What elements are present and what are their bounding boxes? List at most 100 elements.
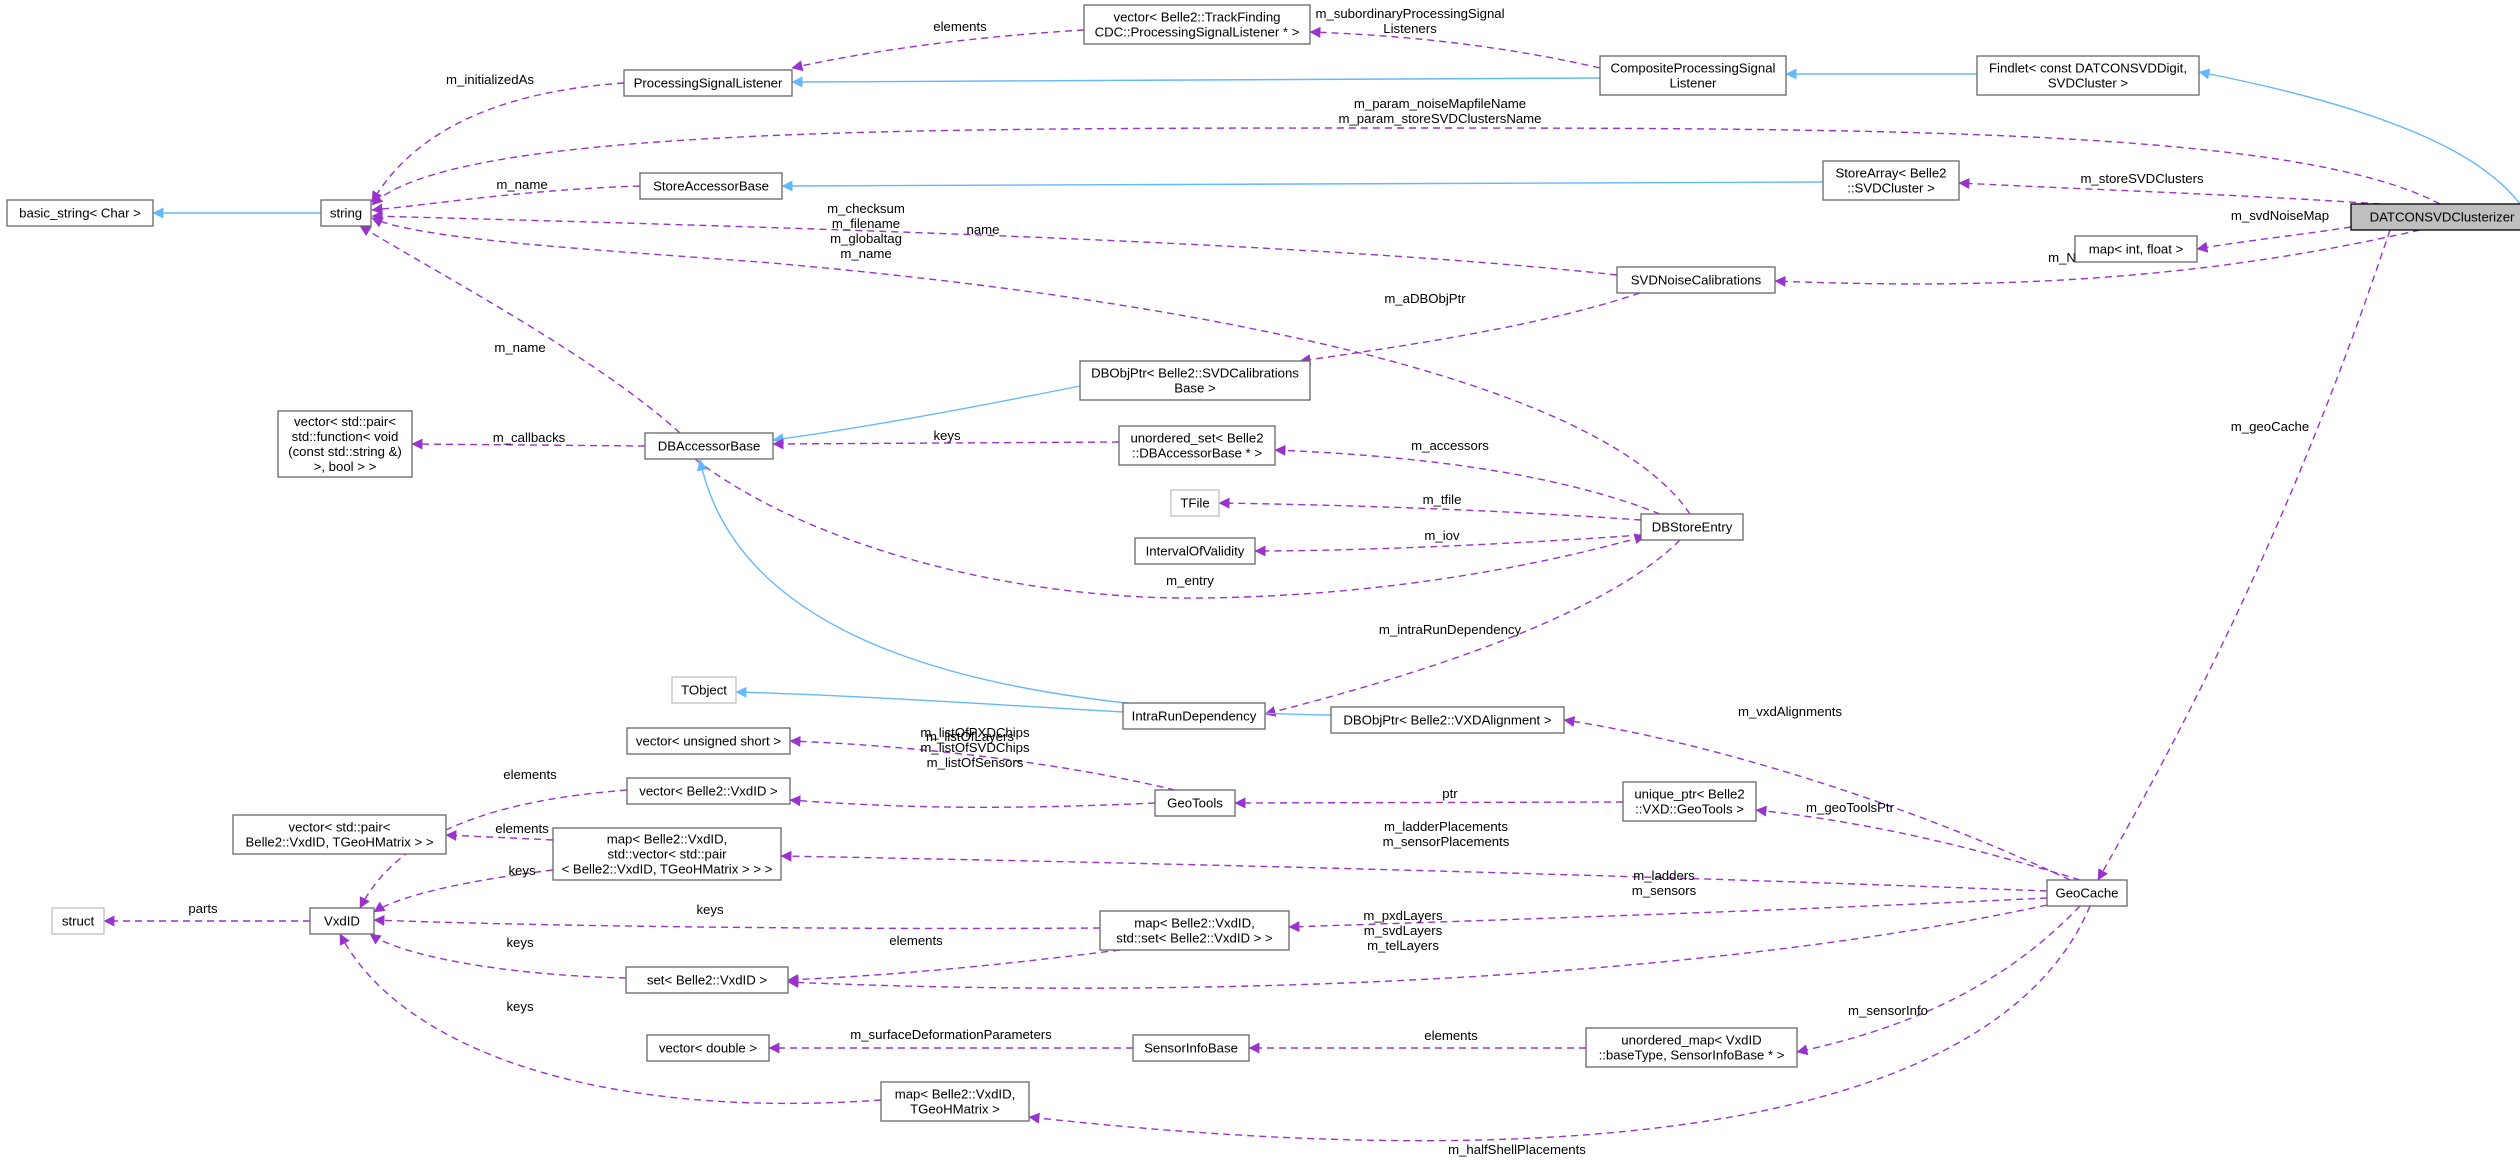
- class-node-label: map< int, float >: [2089, 242, 2184, 257]
- inheritance-edge-composite-to-psl: [791, 76, 1601, 88]
- class-node-box: [1585, 1027, 1798, 1068]
- class-node-psl[interactable]: ProcessingSignalListener: [623, 69, 793, 97]
- class-node-findlet[interactable]: Findlet< const DATCONSVDDigit,SVDCluster…: [1976, 55, 2200, 96]
- class-node-svdnoise[interactable]: SVDNoiseCalibrations: [1616, 266, 1776, 294]
- class-node-mapset[interactable]: map< Belle2::VxdID,std::set< Belle2::Vxd…: [1099, 910, 1290, 951]
- inheritance-edge-datcon-to-findlet: [2198, 68, 2520, 205]
- class-node-dbab[interactable]: DBAccessorBase: [644, 432, 774, 460]
- edge-label-geotools-to-vecus: m_listOfLayers: [926, 729, 1014, 744]
- class-node-ird[interactable]: IntraRunDependency: [1122, 702, 1266, 730]
- usage-edge-geocache-to-dbobjvxd: [1563, 716, 2071, 881]
- edge-label-datcon-to-string: m_param_storeSVDClustersName: [1338, 111, 1541, 126]
- class-node-label: >, bool > >: [314, 459, 377, 474]
- class-node-label: std::function< void: [292, 429, 399, 444]
- class-node-uoset[interactable]: unordered_set< Belle2::DBAccessorBase * …: [1118, 425, 1276, 466]
- class-node-box: [625, 966, 789, 994]
- usage-edge-psl-to-string: [371, 82, 625, 203]
- usage-edge-mapvecpair-to-vecpairvxd: [445, 829, 554, 841]
- class-node-basicstr[interactable]: basic_string< Char >: [6, 199, 154, 227]
- usage-edge-composite-to-vecsl: [1309, 26, 1601, 69]
- class-node-vecsl[interactable]: vector< Belle2::TrackFindingCDC::Process…: [1083, 4, 1311, 45]
- usage-edge-vecvxd-to-vxdid: [359, 789, 628, 909]
- edge-label-geocache-to-dbobjvxd: m_vxdAlignments: [1738, 704, 1842, 719]
- class-node-string[interactable]: string: [320, 199, 372, 227]
- class-node-mapvecpair[interactable]: map< Belle2::VxdID,std::vector< std::pai…: [552, 827, 782, 881]
- class-node-label: DBObjPtr< Belle2::SVDCalibrations: [1091, 366, 1299, 381]
- usage-edge-uoset-to-dbab: [772, 438, 1120, 450]
- class-node-vecus[interactable]: vector< unsigned short >: [626, 727, 791, 755]
- class-node-label: ::SVDCluster >: [1847, 181, 1935, 196]
- class-node-box: [6, 199, 154, 227]
- edge-label-geocache-to-mapvecpair: m_ladderPlacements: [1384, 819, 1508, 834]
- usage-edge-setvxd-to-vxdid: [369, 933, 627, 979]
- usage-edge-vecsl-to-psl: [791, 29, 1085, 72]
- edge-label-layer: m_subordinaryProcessingSignalListenersel…: [188, 6, 2329, 1157]
- class-node-label: map< Belle2::VxdID,: [895, 1087, 1016, 1102]
- edge-label-geocache-to-mapset: m_ladders: [1633, 868, 1695, 883]
- node-layer: DATCONSVDClusterizer Findlet< const DATCO…: [6, 4, 2520, 1122]
- class-node-uomap[interactable]: unordered_map< VxdID::baseType, SensorIn…: [1585, 1027, 1798, 1068]
- class-node-label: SVDCluster >: [2048, 76, 2129, 91]
- class-node-label: VxdID: [324, 914, 360, 929]
- class-node-uptr[interactable]: unique_ptr< Belle2::VXD::GeoTools >: [1622, 781, 1757, 822]
- class-node-label: ::baseType, SensorInfoBase * >: [1599, 1048, 1785, 1063]
- class-node-box: [1132, 1034, 1250, 1062]
- edge-label-geocache-to-mapset: m_sensors: [1632, 883, 1697, 898]
- edge-label-geocache-to-uomap: m_sensorInfo: [1848, 1003, 1928, 1018]
- class-node-label: Base >: [1174, 381, 1216, 396]
- class-node-label: Belle2::VxdID, TGeoHMatrix > >: [245, 835, 433, 850]
- edge-label-datcon-to-geocache: m_geoCache: [2231, 419, 2309, 434]
- class-node-dbobjvxd[interactable]: DBObjPtr< Belle2::VXDAlignment >: [1330, 706, 1565, 734]
- class-node-dbse[interactable]: DBStoreEntry: [1640, 513, 1744, 541]
- class-node-label: DBObjPtr< Belle2::VXDAlignment >: [1343, 713, 1551, 728]
- class-node-mapgeo[interactable]: map< Belle2::VxdID,TGeoHMatrix >: [880, 1081, 1030, 1122]
- class-node-label: StoreArray< Belle2: [1835, 166, 1946, 181]
- class-node-label: IntervalOfValidity: [1146, 544, 1245, 559]
- class-node-box: [2074, 235, 2198, 263]
- edge-label-sib-to-vecdbl: m_surfaceDeformationParameters: [850, 1027, 1052, 1042]
- usage-edge-datcon-to-storearr: [1958, 178, 2381, 205]
- class-node-label: basic_string< Char >: [19, 206, 141, 221]
- inheritance-edge-dbobjcal-to-dbab: [772, 385, 1081, 445]
- class-node-label: < Belle2::VxdID, TGeoHMatrix > > >: [562, 862, 773, 877]
- edge-label-geotools-to-vecvxd: m_listOfSensors: [927, 755, 1024, 770]
- usage-edge-dbse-to-iov: [1254, 534, 1642, 557]
- class-node-vecdbl[interactable]: vector< double >: [646, 1034, 770, 1062]
- class-node-storearr[interactable]: StoreArray< Belle2::SVDCluster >: [1822, 160, 1960, 201]
- class-node-label: (const std::string &): [288, 444, 402, 459]
- class-node-sib[interactable]: SensorInfoBase: [1132, 1034, 1250, 1062]
- class-node-box: [320, 199, 372, 227]
- usage-edge-datcon-to-mapif: [2196, 226, 2352, 253]
- class-node-sab[interactable]: StoreAccessorBase: [639, 172, 783, 200]
- class-node-setvxd[interactable]: set< Belle2::VxdID >: [625, 966, 789, 994]
- usage-edge-dbab-to-dbse: [694, 458, 1646, 599]
- class-node-box: [2350, 203, 2520, 231]
- class-node-box: [1122, 702, 1266, 730]
- class-node-vxdid[interactable]: VxdID: [309, 907, 375, 935]
- class-node-mapif[interactable]: map< int, float >: [2074, 235, 2198, 263]
- class-node-datcon[interactable]: DATCONSVDClusterizer: [2350, 203, 2520, 231]
- class-node-label: DATCONSVDClusterizer: [2370, 210, 2515, 225]
- usage-edge-geocache-to-uptr: [1755, 805, 2081, 881]
- class-node-geotools[interactable]: GeoTools: [1154, 789, 1236, 817]
- class-node-label: vector< Belle2::TrackFinding: [1114, 10, 1281, 25]
- class-node-vecvxd[interactable]: vector< Belle2::VxdID >: [626, 777, 791, 805]
- class-node-geocache[interactable]: GeoCache: [2046, 879, 2128, 907]
- inheritance-edge-storearr-to-sab: [781, 180, 1824, 192]
- class-node-box: [1099, 910, 1290, 951]
- class-node-box: [552, 827, 782, 881]
- usage-edge-dbse-to-ird: [1264, 539, 1681, 717]
- class-node-label: struct: [62, 914, 95, 929]
- class-node-box: [671, 676, 737, 704]
- edge-label-mapgeo-to-vxdid: keys: [506, 999, 534, 1014]
- edge-label-datcon-to-string: m_param_noiseMapfileName: [1354, 96, 1526, 111]
- class-node-box: [1640, 513, 1744, 541]
- class-node-vecpairvxd[interactable]: vector< std::pair<Belle2::VxdID, TGeoHMa…: [232, 814, 447, 855]
- class-node-iov[interactable]: IntervalOfValidity: [1134, 537, 1256, 565]
- class-node-vecpair[interactable]: vector< std::pair<std::function< void(co…: [277, 410, 413, 478]
- edge-label-dbse-to-tfile: m_tfile: [1423, 492, 1462, 507]
- edge-label-geocache-to-uptr: m_geoToolsPtr: [1806, 800, 1895, 815]
- usage-edge-dbab-to-vecpair: [411, 438, 646, 450]
